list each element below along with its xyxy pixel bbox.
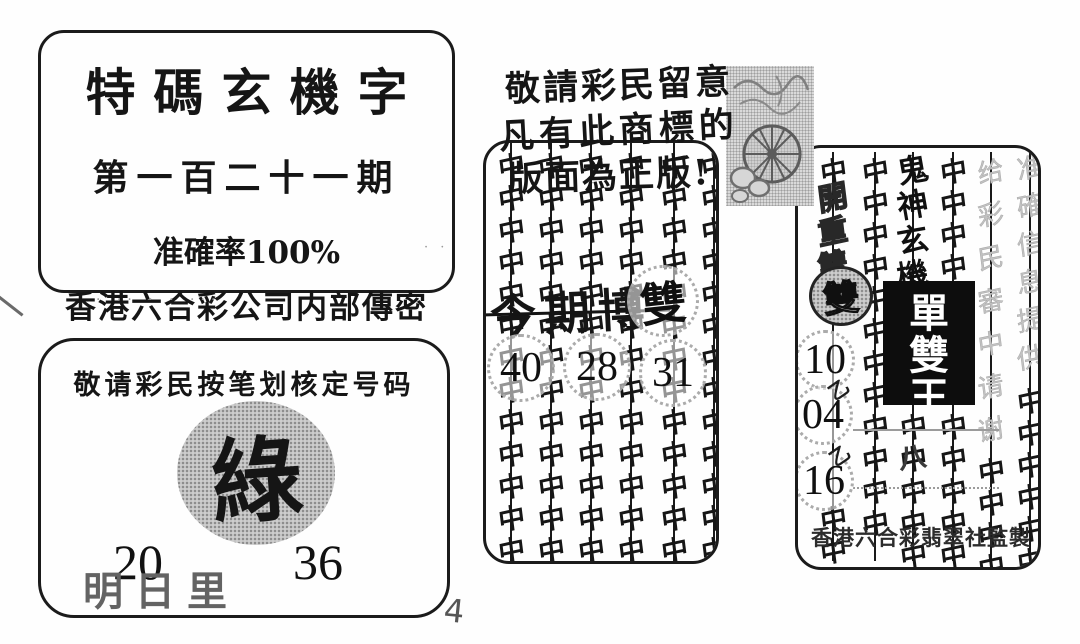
color-character: 綠 [206,423,307,538]
grid-character: 鬼 [894,150,932,192]
sub-character: 八 [896,439,929,476]
double-character: 雙 [821,276,863,323]
grid-character: 准 [1015,151,1041,187]
color-tip-header: 敬请彩民按笔划核定号码 [73,370,415,401]
string-line [1029,152,1031,561]
zhong-column: 给彩民審中请谢 [974,152,1008,453]
grid-character: 中 [938,250,969,287]
grid-character: 信 [1015,227,1041,263]
grid-character: 中 [536,533,567,564]
notice-line: 版面為正版! [507,152,712,201]
accuracy-claim: 准確率100% [152,235,341,271]
zhong-column: 中中中中 [936,150,970,287]
zhong-column: 鬼神玄機 [894,150,932,297]
authenticity-notice: 敬請彩民留意 凡有此商標的 版面為正版! [498,61,745,200]
circled-number: 10 [798,330,855,390]
divider-line [853,487,999,489]
grid-character: 中 [659,533,690,564]
grid-character: 中 [496,533,527,564]
zhong-column: 中中中中中中中中中中中中中 [697,143,719,564]
handwritten-page-mark: 4 [442,591,467,631]
grid-character: 中 [699,245,719,282]
scan-dots: · ·· · · ··· [96,292,222,308]
grid-character: 確 [1015,189,1041,225]
sheet-title: 特碼玄機字 [85,63,426,122]
publisher-line: 香港六合彩翡翠社監製 [811,525,1031,550]
circled-double: 雙 [627,265,699,337]
cart-wheel-stamp-icon [726,66,814,206]
title-box: 特碼玄機字 第一百二十一期 准確率100% 香港六合彩公司内部傳密 [38,30,455,326]
grid-character: 中 [576,533,607,564]
grid-character: 息 [1015,265,1041,301]
grid-character: 中 [699,213,719,250]
grid-character: 中 [699,437,719,474]
grid-character: 中 [699,309,719,346]
grid-character: 中 [699,501,719,538]
scan-edge-mark [0,294,24,317]
circled-number: 40 [487,334,555,402]
string-line [874,152,876,561]
halftone-circle: 綠 [177,401,335,545]
circled-number: 28 [563,333,631,401]
zhong-column: 准確信息提供 [1013,150,1041,378]
color-tip-footer: 明日里 [83,568,239,615]
color-tip-box: 敬请彩民按笔划核定号码 綠 20 36 明日里 [38,338,450,618]
circled-double-shaded: 雙 [809,266,873,326]
tip-number-left: 20 [113,534,163,590]
grid-character: 中 [699,469,719,506]
circled-number: 16 [798,451,854,511]
grid-character: 中 [699,405,719,442]
string-line [990,152,992,561]
right-zhong-box: 中開重雙中中中中中中中中中中中中中中鬼神玄機中中中中中中中中中中中中中中给彩民審… [795,145,1041,570]
grid-character: 供 [1015,341,1041,377]
issue-number: 第一百二十一期 [92,157,401,199]
zhong-column: 中中中中 [974,450,1008,567]
middle-zhong-box: 中中中中中中中中中中中中中中中中中中中中中中中中中中中中中中中中中中中中中中中中… [483,140,719,564]
grid-character: 神 [894,185,932,227]
circled-number: 04 [798,385,853,445]
grid-character: 中 [616,533,647,564]
double-character: 雙 [637,276,689,333]
tip-number-right: 36 [293,534,343,590]
source-claim: 香港六合彩公司内部傳密 [65,290,428,326]
scan-dots: · · [424,240,449,255]
divider-line [853,429,999,431]
circled-number: 31 [639,339,707,407]
odd-even-panel: 單 雙 王 [883,281,975,405]
stamp-drawing [729,75,810,203]
grid-character: 中 [699,533,719,564]
grid-character: 提 [1015,303,1041,339]
grid-character: 玄 [894,220,932,262]
